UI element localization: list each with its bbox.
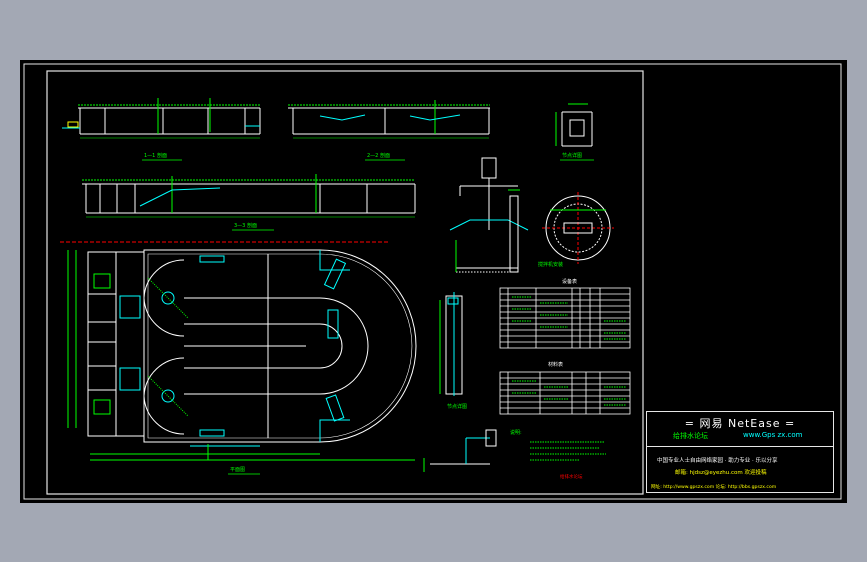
section-3-3-title: 3—3 剖面: [234, 222, 257, 229]
pipe-detail-title: 节点详图: [447, 403, 467, 410]
title-block-line-2: 邮箱: hjdsz@eyezhu.com 欢迎投稿: [675, 470, 767, 476]
title-block: = 网易 NetEase = 给排水论坛 www.Gps zx.com 中国专业…: [646, 411, 834, 493]
title-block-subtitle-url: www.Gps zx.com: [743, 431, 803, 439]
title-block-line-1: 中国专业人士自由网络家园 · 助力专业 · 乐以分享: [657, 458, 778, 464]
title-block-subtitle-cn: 给排水论坛: [673, 432, 708, 440]
detail-c-circle: [542, 192, 614, 264]
title-block-divider: [647, 446, 833, 447]
drawing-sheet: 1—1 剖面 2—2 剖面: [20, 60, 847, 503]
detail-b-title: 搅拌机安装: [538, 261, 563, 268]
detail-b-drawing: [449, 157, 529, 273]
section-2-2-title: 2—2 剖面: [367, 152, 390, 159]
inner-frame: [46, 70, 644, 495]
notes-title: 说明:: [510, 429, 522, 436]
table-1: [499, 287, 631, 349]
notes-stamp: 给排水论坛: [560, 473, 583, 480]
detail-a-drawing: [555, 103, 593, 147]
section-2-2-drawing: [288, 100, 490, 139]
table-2-title: 材料表: [548, 361, 563, 368]
notes-lines: [530, 441, 606, 461]
table-2-cells: [512, 380, 626, 406]
table-1-title: 设备表: [562, 278, 577, 285]
cad-drawing: 1—1 剖面 2—2 剖面: [23, 63, 842, 500]
detail-a-title: 节点详图: [562, 152, 582, 159]
section-3-3-drawing: [82, 174, 416, 218]
outlet-detail: [423, 429, 497, 472]
pipe-detail: [439, 292, 463, 396]
table-1-cells: [512, 296, 626, 340]
title-block-line-3: 网址: http://www.gpszx.com 论坛: http://bbs.…: [651, 485, 777, 490]
outer-frame: [23, 63, 842, 500]
title-block-title: = 网易 NetEase =: [684, 417, 796, 430]
main-plan: [60, 241, 417, 461]
section-1-1-title: 1—1 剖面: [144, 152, 167, 159]
table-2: [499, 371, 631, 415]
section-1-1-drawing: [62, 98, 261, 139]
plan-title: 平面图: [230, 467, 245, 473]
